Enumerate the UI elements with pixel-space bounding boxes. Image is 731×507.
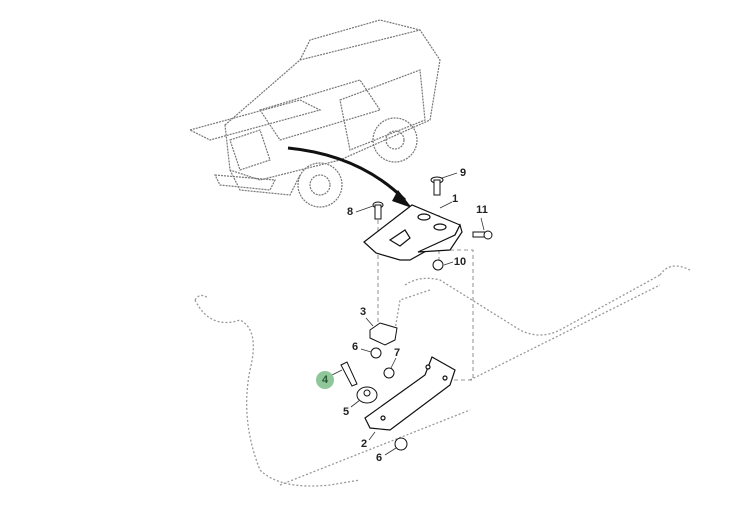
callout-2[interactable]: 2 [360, 438, 368, 450]
part-11-screw [472, 230, 493, 240]
part-6-nut [370, 347, 382, 359]
wiring-harness [194, 265, 691, 487]
part-6-nut [394, 437, 408, 451]
part-5-grommet [356, 386, 378, 404]
part-1-mounting-plate [363, 204, 463, 261]
location-arrow [287, 146, 407, 202]
callout-10[interactable]: 10 [453, 256, 467, 268]
callout-4-highlighted[interactable]: 4 [316, 371, 334, 389]
callout-6[interactable]: 6 [375, 452, 383, 464]
part-3-clamp [369, 322, 398, 346]
callout-6[interactable]: 6 [351, 341, 359, 353]
callout-11[interactable]: 11 [476, 204, 488, 216]
part-2-bracket [364, 356, 456, 431]
callout-5[interactable]: 5 [342, 406, 350, 418]
part-4-bolt [340, 361, 358, 387]
part-7-nut [383, 367, 395, 379]
part-10-nut [432, 259, 444, 271]
callout-1[interactable]: 1 [451, 193, 459, 205]
callout-9[interactable]: 9 [459, 167, 467, 179]
callout-8[interactable]: 8 [346, 206, 354, 218]
part-8-bolt [372, 201, 384, 220]
callout-3[interactable]: 3 [359, 306, 367, 318]
combine-harvester-illustration [188, 19, 441, 208]
part-9-bolt [430, 176, 444, 196]
callout-7[interactable]: 7 [393, 347, 401, 359]
